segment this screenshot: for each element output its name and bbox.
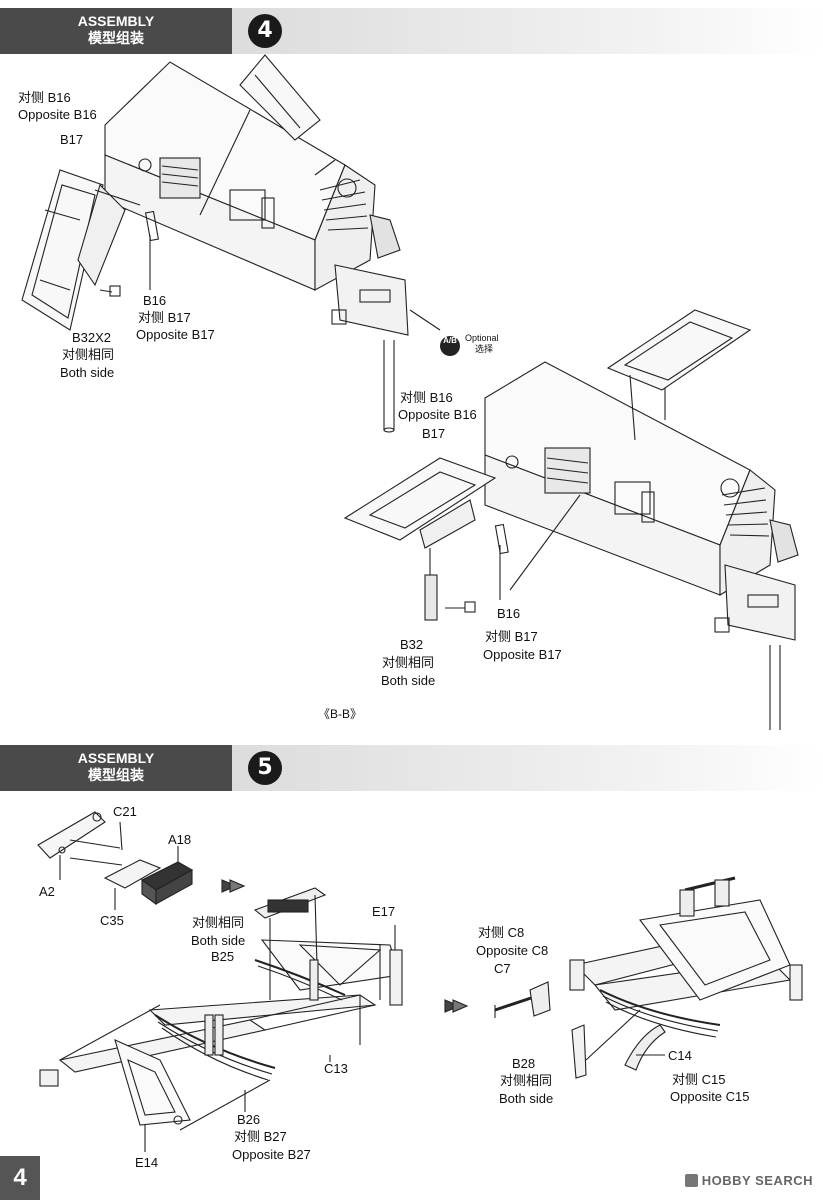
step4-number: 4 (248, 14, 282, 48)
label-b28: B28 (512, 1056, 536, 1071)
optional-en: Optional (465, 333, 499, 343)
step4-header-title: ASSEMBLY 模型组装 (0, 13, 232, 47)
label-b-opp-b16-en: Opposite B16 (398, 407, 477, 422)
label-b-opp-b16-zh: 对侧 B16 (400, 390, 453, 405)
label-a2: A2 (39, 884, 55, 899)
label-c14: C14 (668, 1048, 692, 1063)
label-b-opp-b17-en: Opposite B17 (483, 647, 562, 662)
label-b-both-zh: 对侧相同 (382, 655, 435, 670)
optional-zh: 选择 (475, 344, 494, 354)
label-b-both-en: Both side (381, 673, 436, 688)
label-opp-b17-en: Opposite B17 (136, 327, 215, 342)
step5-header: ASSEMBLY 模型组装 5 (0, 745, 823, 791)
label-both-side-zh: 对侧相同 (62, 347, 115, 362)
label-c7: C7 (494, 961, 511, 976)
label-both-en: Both side (191, 933, 246, 948)
label-b32x2: B32X2 (72, 330, 112, 345)
label-opp-b27-zh: 对侧 B27 (234, 1129, 287, 1144)
label-opp-c8-en: Opposite C8 (476, 943, 549, 958)
label-b25: B25 (211, 949, 235, 964)
label-both-zh: 对侧相同 (192, 915, 245, 930)
label-e14: E14 (135, 1155, 159, 1170)
label-b-b17: B17 (422, 426, 446, 441)
label-a18: A18 (168, 832, 192, 847)
label-c35: C35 (100, 913, 124, 928)
label-e17: E17 (372, 904, 396, 919)
label-both-side-en: Both side (60, 365, 115, 380)
section-ref-label: 《B-B》 (318, 707, 363, 721)
step4-header: ASSEMBLY 模型组装 4 (0, 8, 823, 54)
label-opp-b16-zh: 对侧 B16 (18, 90, 71, 105)
step5-header-title: ASSEMBLY 模型组装 (0, 750, 232, 784)
label-b28-both-zh: 对侧相同 (500, 1073, 553, 1088)
label-opp-b16-en: Opposite B16 (18, 107, 97, 122)
label-b-opp-b17-zh: 对侧 B17 (485, 629, 538, 644)
page-number: 4 (0, 1156, 40, 1200)
optional-label: Optional 选择 (465, 333, 499, 355)
header-en: ASSEMBLY (77, 13, 155, 29)
header-zh: 模型组装 (88, 767, 144, 783)
step4-illustration (21, 54, 799, 730)
header-light-band (232, 8, 823, 54)
label-opp-b27-en: Opposite B27 (232, 1147, 311, 1162)
label-b28-both-en: Both side (499, 1091, 554, 1106)
header-dark-block (0, 745, 232, 791)
header-zh: 模型组装 (88, 30, 144, 46)
label-c13: C13 (324, 1061, 348, 1076)
label-b16-mid: B16 (143, 293, 167, 308)
brand-text: HOBBY SEARCH (701, 1173, 813, 1188)
brand-watermark: HOBBY SEARCH (684, 1173, 813, 1188)
label-b-b16: B16 (497, 606, 521, 621)
optional-ab-icon: A/B (440, 336, 460, 356)
header-light-band (232, 745, 823, 791)
label-b26: B26 (237, 1112, 261, 1127)
label-c21: C21 (113, 804, 137, 819)
header-dark-block (0, 8, 232, 54)
header-en: ASSEMBLY (77, 750, 155, 766)
label-opp-c15-en: Opposite C15 (670, 1089, 750, 1104)
step5-number: 5 (248, 751, 282, 785)
label-opp-c8-zh: 对侧 C8 (478, 925, 525, 940)
label-opp-c15-zh: 对侧 C15 (672, 1072, 726, 1087)
brand-icon (684, 1174, 698, 1187)
label-b32: B32 (400, 637, 424, 652)
label-b17-top: B17 (60, 132, 84, 147)
label-opp-b17-zh: 对侧 B17 (138, 310, 191, 325)
